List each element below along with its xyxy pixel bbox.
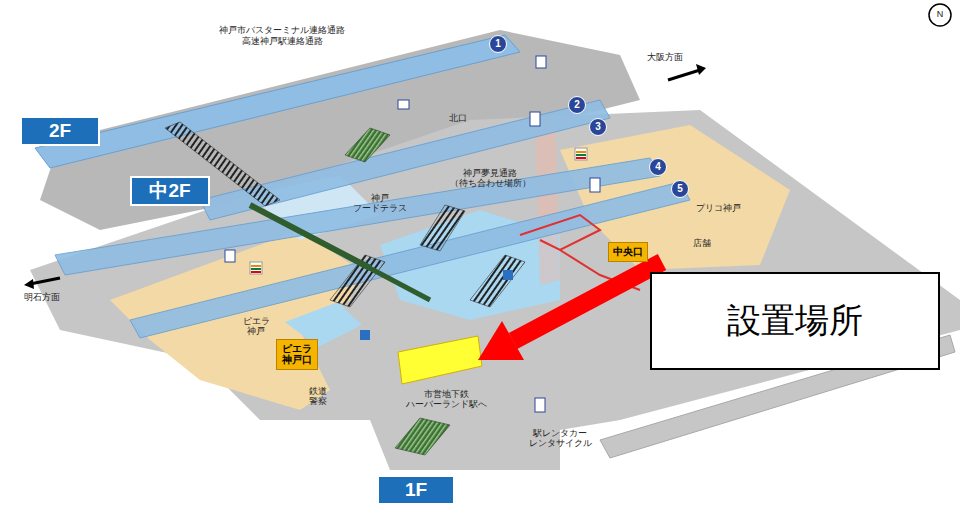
node-text: 中央口 [613,246,643,258]
route-line [520,215,600,250]
pointer-arrow [513,262,662,341]
stair [470,255,525,307]
store-logo [250,262,262,274]
map-label: 明石方面 [24,292,60,302]
store-logo [576,157,586,159]
map-label: 店舗 [693,238,711,248]
escalator [345,128,390,162]
node-text: 2 [574,99,580,111]
floor-label: 2F [20,116,100,146]
exit-tag: 中央口 [608,242,648,262]
exit-number: 3 [589,118,607,136]
store-logo [251,271,261,273]
direction-arrow [24,279,34,289]
store-logo [576,154,586,156]
map-label: 駅レンタカー レンタサイクル [529,428,592,449]
facility-icon [398,100,409,109]
direction-arrow [668,70,700,80]
elevator-icon [590,178,600,192]
store-logo [251,268,261,270]
floor-label: 中2F [130,176,210,206]
elevator-icon [530,112,540,126]
exit-number: 4 [649,158,667,176]
callout-box: 設置場所 [650,272,940,370]
node-text: 5 [677,183,683,195]
map-label: 北口 [449,113,467,123]
node-text: 2F [49,120,71,142]
corridor-band [130,182,690,338]
direction-arrow [696,64,706,75]
exit-number: 2 [568,96,586,114]
store-logo [576,151,586,153]
exit-number: 1 [489,35,507,53]
escalator [395,418,450,455]
map-label: プリコ神戸 [696,203,741,213]
toilet-icon [503,270,513,280]
elevator-icon [535,398,545,412]
node-text: 3 [595,121,601,133]
installation-spot [398,336,482,384]
node-text: 中2F [149,180,190,202]
map-label: 神戸夢見通路 （待ち合わせ場所） [450,168,531,189]
node-text: 設置場所 [727,301,863,340]
shaft-area [535,115,560,285]
map-label: N [937,9,944,19]
map-label: 市営地下鉄 ハーバーランド駅へ [406,389,487,410]
store-logo [251,265,261,267]
map-label: 大阪方面 [647,52,683,62]
elevator-icon [225,250,235,262]
pointer-arrow [478,321,524,360]
store-logo [575,148,587,160]
map-label: 高速神戸駅連絡通路 [242,36,323,46]
node-text: ピエラ神戸口 [281,343,313,366]
floor-label: 1F [377,475,455,505]
main-floor [30,110,960,470]
elevator-icon [536,56,546,68]
exit-tag: ピエラ神戸口 [276,339,318,370]
map-label: 神戸 フードテラス [353,193,407,214]
map-label: 神戸市バスターミナル連絡通路 [219,25,345,35]
node-text: 4 [655,161,661,173]
exit-number: 5 [671,180,689,198]
map-label: ピエラ 神戸 [243,316,270,337]
compass [929,4,951,26]
node-text: 1F [405,479,427,501]
escalator [345,255,430,300]
toilet-icon [360,330,370,340]
node-text: 1 [495,38,501,50]
map-label: 鉄道 警察 [309,386,327,407]
stair [420,205,465,251]
direction-arrow [30,278,60,284]
